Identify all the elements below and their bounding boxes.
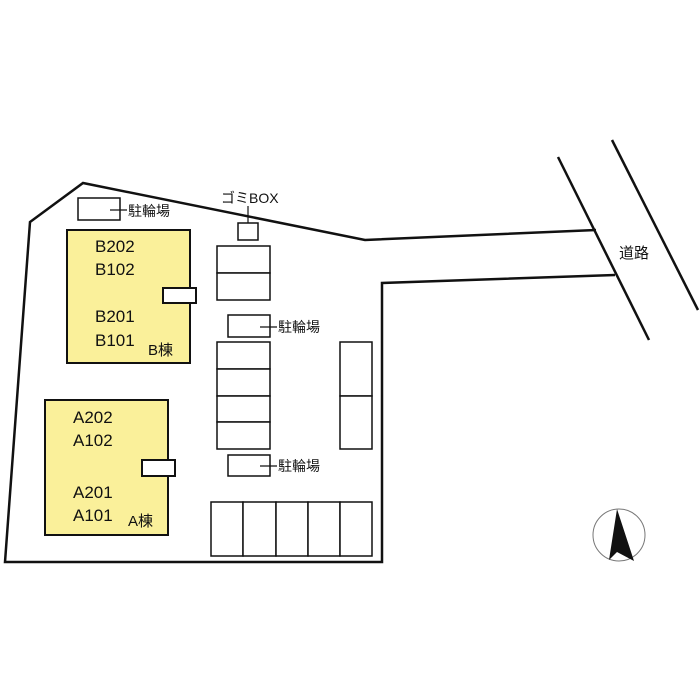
- parking-stall: [216, 272, 271, 301]
- road-label: 道路: [619, 245, 649, 262]
- building-name: A棟: [128, 513, 153, 530]
- bike-parking-label: 駐輪場: [278, 319, 320, 335]
- road-edge-right: [610, 139, 700, 311]
- building-a-entrance: [141, 459, 176, 477]
- unit-label: A102: [73, 431, 113, 450]
- bike-parking-label: 駐輪場: [128, 203, 170, 219]
- building-b-entrance: [162, 287, 197, 304]
- site-boundary: [3, 181, 616, 564]
- unit-label: A202: [73, 408, 113, 427]
- garbage-box: [237, 222, 259, 241]
- unit-label: A201: [73, 483, 113, 502]
- parking-stall: [339, 501, 373, 557]
- building-name: B棟: [148, 342, 173, 359]
- unit-label: B102: [95, 260, 135, 279]
- parking-stall: [210, 501, 244, 557]
- bike-parking-label: 駐輪場: [278, 458, 320, 474]
- parking-stall: [307, 501, 341, 557]
- parking-stall: [242, 501, 277, 557]
- north-arrow-icon: [592, 508, 646, 562]
- parking-stall: [216, 341, 271, 370]
- parking-stall: [339, 341, 373, 397]
- garbage-box-label: ゴミBOX: [221, 190, 279, 206]
- parking-stall: [275, 501, 309, 557]
- unit-label: B201: [95, 307, 135, 326]
- bike-parking-1: [77, 197, 121, 221]
- parking-stall: [216, 421, 271, 450]
- road-edge-left: [556, 156, 651, 341]
- unit-label: B202: [95, 237, 135, 256]
- parking-stall: [216, 368, 271, 397]
- unit-label: B101: [95, 331, 135, 350]
- parking-stall: [216, 245, 271, 274]
- parking-stall: [339, 395, 373, 450]
- bike-parking-2: [227, 314, 271, 338]
- parking-stall: [216, 395, 271, 423]
- unit-label: A101: [73, 506, 113, 525]
